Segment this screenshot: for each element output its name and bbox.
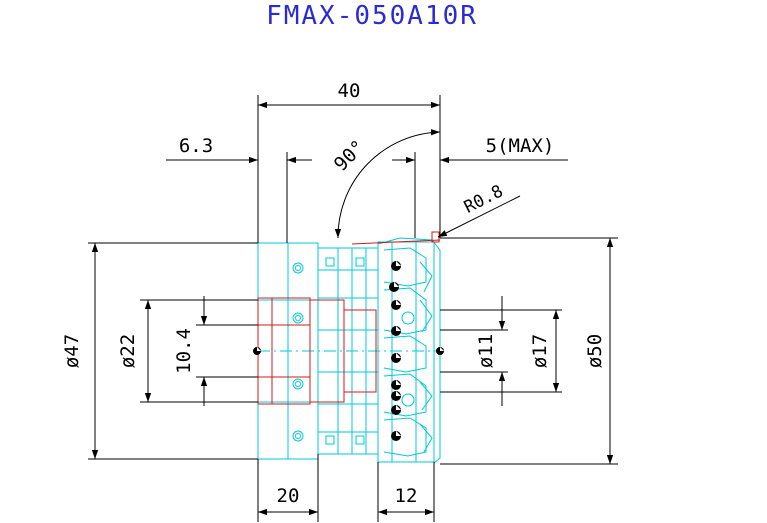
screw-icon [389, 282, 399, 292]
dim-angle: 90° [330, 136, 370, 176]
dim-hub-length: 20 [277, 485, 300, 507]
dim-max-depth: 5(MAX) [486, 135, 555, 157]
center-mark-icon [253, 347, 261, 355]
dim-dia-11: ø11 [475, 334, 497, 368]
center-mark-icon [436, 347, 444, 355]
screw-icon [391, 300, 401, 310]
screw-icon [391, 261, 401, 271]
dim-corner-radius: R0.8 [461, 181, 507, 217]
dimension-lines [88, 95, 618, 522]
insert-screws [253, 261, 444, 441]
screw-icon [391, 391, 401, 401]
dim-flange-thickness: 6.3 [179, 135, 213, 157]
screw-icon [391, 353, 401, 363]
bore-detail [257, 231, 441, 405]
dim-dia-50: ø50 [584, 334, 606, 368]
drawing-title: FMAX-050A10R [266, 1, 478, 31]
dim-dia-47: ø47 [61, 334, 83, 368]
cutter-body [257, 237, 441, 464]
screw-icon [391, 405, 401, 415]
dim-key-width: 10.4 [173, 328, 195, 374]
dim-dia-22: ø22 [117, 334, 139, 368]
screw-icon [391, 326, 401, 336]
dim-head-length: 12 [395, 485, 418, 507]
screw-icon [391, 380, 401, 390]
dim-overall-length: 40 [338, 80, 361, 102]
dim-dia-17: ø17 [529, 334, 551, 368]
screw-icon [391, 431, 401, 441]
